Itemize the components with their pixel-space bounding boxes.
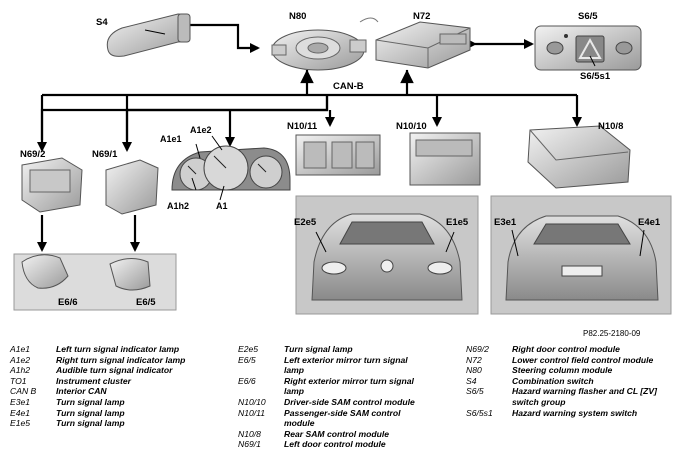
label-a1: A1 xyxy=(216,201,228,211)
lower-control-field-module-image xyxy=(375,21,471,69)
label-a1e1: A1e1 xyxy=(160,134,182,144)
driver-sam-module-image xyxy=(409,132,481,186)
hazard-switch-group-image xyxy=(534,25,642,71)
label-s4: S4 xyxy=(96,17,108,28)
label-n80: N80 xyxy=(289,11,307,22)
label-e6-5: E6/5 xyxy=(136,297,156,308)
label-can-b: CAN-B xyxy=(333,81,364,92)
label-a1h2: A1h2 xyxy=(167,201,190,211)
label-n10-10: N10/10 xyxy=(396,121,427,132)
label-n72: N72 xyxy=(413,11,431,22)
label-a1e2: A1e2 xyxy=(190,125,212,135)
passenger-sam-module-image xyxy=(295,134,381,176)
mirrors-image-panel xyxy=(13,253,177,311)
label-e1e5: E1e5 xyxy=(446,217,469,228)
front-car-image xyxy=(295,195,479,315)
label-s6-5: S6/5 xyxy=(578,11,598,22)
label-e3e1: E3e1 xyxy=(494,217,517,228)
label-e2e5: E2e5 xyxy=(294,217,317,228)
rear-car-image xyxy=(490,195,672,315)
document-id: P82.25-2180-09 xyxy=(583,329,641,338)
steering-column-module-image xyxy=(271,17,379,71)
left-door-module-image xyxy=(105,159,159,215)
right-door-module-image xyxy=(21,157,83,213)
rear-sam-module-image xyxy=(527,125,631,189)
label-e6-6: E6/6 xyxy=(58,297,78,308)
label-n10-11: N10/11 xyxy=(287,121,318,132)
combination-switch-image xyxy=(106,13,191,57)
label-n10-8: N10/8 xyxy=(598,121,624,132)
label-n69-1: N69/1 xyxy=(92,149,118,160)
instrument-cluster-image xyxy=(171,145,291,191)
label-n69-2: N69/2 xyxy=(20,149,46,160)
can-b-bus xyxy=(37,70,582,152)
s4-to-n80-line xyxy=(178,23,260,53)
label-e4e1: E4e1 xyxy=(638,217,661,228)
callout-lines xyxy=(144,29,645,257)
label-s6-5s1: S6/5s1 xyxy=(580,71,611,82)
